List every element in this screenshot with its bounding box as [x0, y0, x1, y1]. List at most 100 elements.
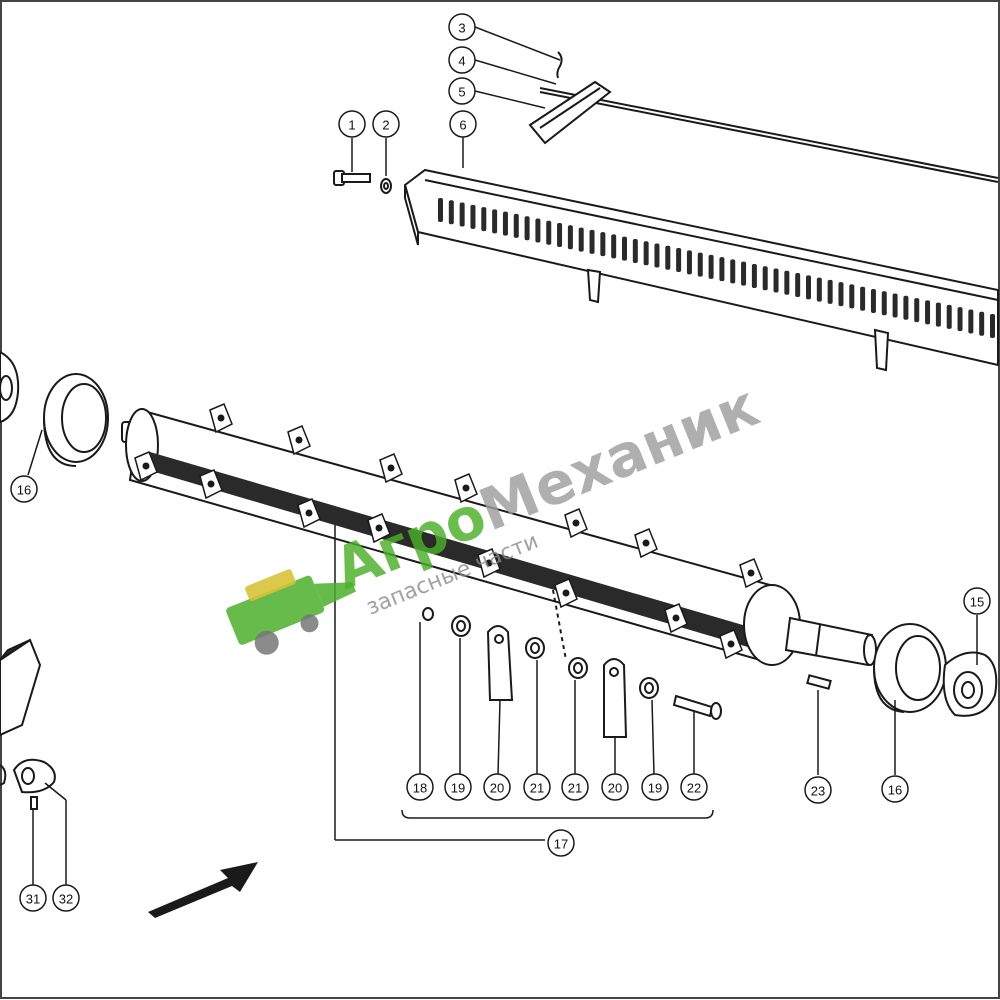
comb-slot: [730, 259, 736, 284]
callout-circle: [804, 776, 832, 804]
rod-assembly: [528, 51, 999, 183]
tooth-bolt-hole: [375, 524, 383, 532]
callout-number: 20: [490, 781, 504, 796]
callout-circle: [19, 884, 47, 912]
tooth-bolt-hole: [387, 464, 395, 472]
callout-number: 1: [348, 118, 355, 133]
callout-number: 21: [568, 781, 582, 796]
callout-c3: 3: [448, 13, 476, 41]
callout-number: 31: [26, 892, 40, 907]
tooth-bolt-hole: [672, 614, 680, 622]
comb-slot: [838, 282, 844, 307]
direction-arrow: [148, 862, 258, 918]
callout-circle: [338, 110, 366, 138]
callout-c2: 2: [372, 110, 400, 138]
callout-circle: [601, 773, 629, 801]
callout-c21b: 21: [561, 773, 589, 801]
comb-slot: [870, 288, 876, 313]
comb-slot: [567, 225, 573, 250]
callout-circle: [483, 773, 511, 801]
beater-shaft: [121, 403, 877, 667]
callout-number: 18: [413, 781, 427, 796]
callout-circle: [406, 773, 434, 801]
comb-slot: [784, 270, 790, 295]
comb-slot: [535, 218, 541, 243]
comb-slot: [513, 213, 519, 238]
bearing-ring-left: [43, 373, 109, 467]
callout-c20b: 20: [601, 773, 629, 801]
callout-c32: 32: [52, 884, 80, 912]
callout-c19b: 19: [641, 773, 669, 801]
comb-slot: [762, 266, 768, 291]
comb-slot: [990, 314, 995, 338]
comb-slot: [892, 293, 898, 318]
comb-slot: [806, 275, 811, 300]
comb-slot: [643, 241, 649, 266]
callout-c5: 5: [448, 77, 476, 105]
comb-slot: [676, 248, 682, 273]
comb-slot: [448, 200, 454, 225]
bearing-housing-left: [0, 350, 20, 424]
tooth-bolt-hole: [562, 589, 570, 597]
tooth-bolt-hole: [727, 640, 735, 648]
tooth-bolt-hole: [217, 414, 225, 422]
callout-c6: 6: [449, 110, 477, 138]
comb-slot: [903, 295, 909, 320]
callout-circle: [448, 46, 476, 74]
watermark-brand-part2: Механик: [470, 371, 768, 544]
callout-number: 3: [458, 21, 465, 36]
callout-number: 32: [59, 892, 73, 907]
harvester-icon: [226, 569, 357, 655]
comb-slot: [979, 311, 985, 336]
bolt-and-washer: [333, 170, 392, 194]
comb-slot: [665, 245, 671, 270]
comb-plate: [403, 168, 999, 372]
callout-c22: 22: [680, 773, 708, 801]
comb-slot: [686, 250, 692, 275]
comb-slot: [697, 252, 703, 277]
comb-slot: [708, 254, 714, 279]
comb-slot: [957, 307, 963, 332]
leader-lines: [27, 26, 978, 885]
callout-number: 19: [648, 781, 662, 796]
callout-number: 16: [17, 483, 31, 498]
comb-slot: [546, 220, 552, 245]
comb-slot: [459, 202, 465, 227]
comb-slot: [925, 300, 931, 325]
comb-slot: [816, 277, 822, 302]
comb-slot: [557, 223, 563, 248]
comb-slot: [654, 243, 660, 268]
tooth-bolt-hole: [642, 539, 650, 547]
callout-circle: [372, 110, 400, 138]
callout-number: 20: [608, 781, 622, 796]
callout-number: 16: [888, 783, 902, 798]
callout-circle: [641, 773, 669, 801]
callout-c15: 15: [963, 587, 991, 615]
comb-slot: [578, 227, 584, 252]
callout-circle: [448, 13, 476, 41]
tooth-bolt-hole: [462, 484, 470, 492]
callout-c19a: 19: [444, 773, 472, 801]
tooth-bolt-hole: [142, 462, 150, 470]
comb-slot: [632, 238, 638, 263]
tooth-bolt-hole: [305, 509, 313, 517]
callout-number: 22: [687, 781, 701, 796]
comb-slot: [481, 207, 487, 232]
callout-circle: [963, 587, 991, 615]
callout-c1: 1: [338, 110, 366, 138]
comb-slot: [849, 284, 855, 309]
comb-slot: [438, 198, 443, 222]
callout-number: 6: [459, 118, 466, 133]
callout-number: 19: [451, 781, 465, 796]
callout-number: 4: [458, 54, 465, 69]
comb-slot: [524, 216, 530, 241]
comb-slot: [719, 257, 725, 282]
bearing-housing-right: [942, 651, 998, 717]
small-parts: [422, 589, 722, 738]
callout-circle: [561, 773, 589, 801]
callout-circle: [448, 77, 476, 105]
callout-circle: [523, 773, 551, 801]
tooth-bolt-hole: [207, 480, 215, 488]
callout-c23: 23: [804, 776, 832, 804]
